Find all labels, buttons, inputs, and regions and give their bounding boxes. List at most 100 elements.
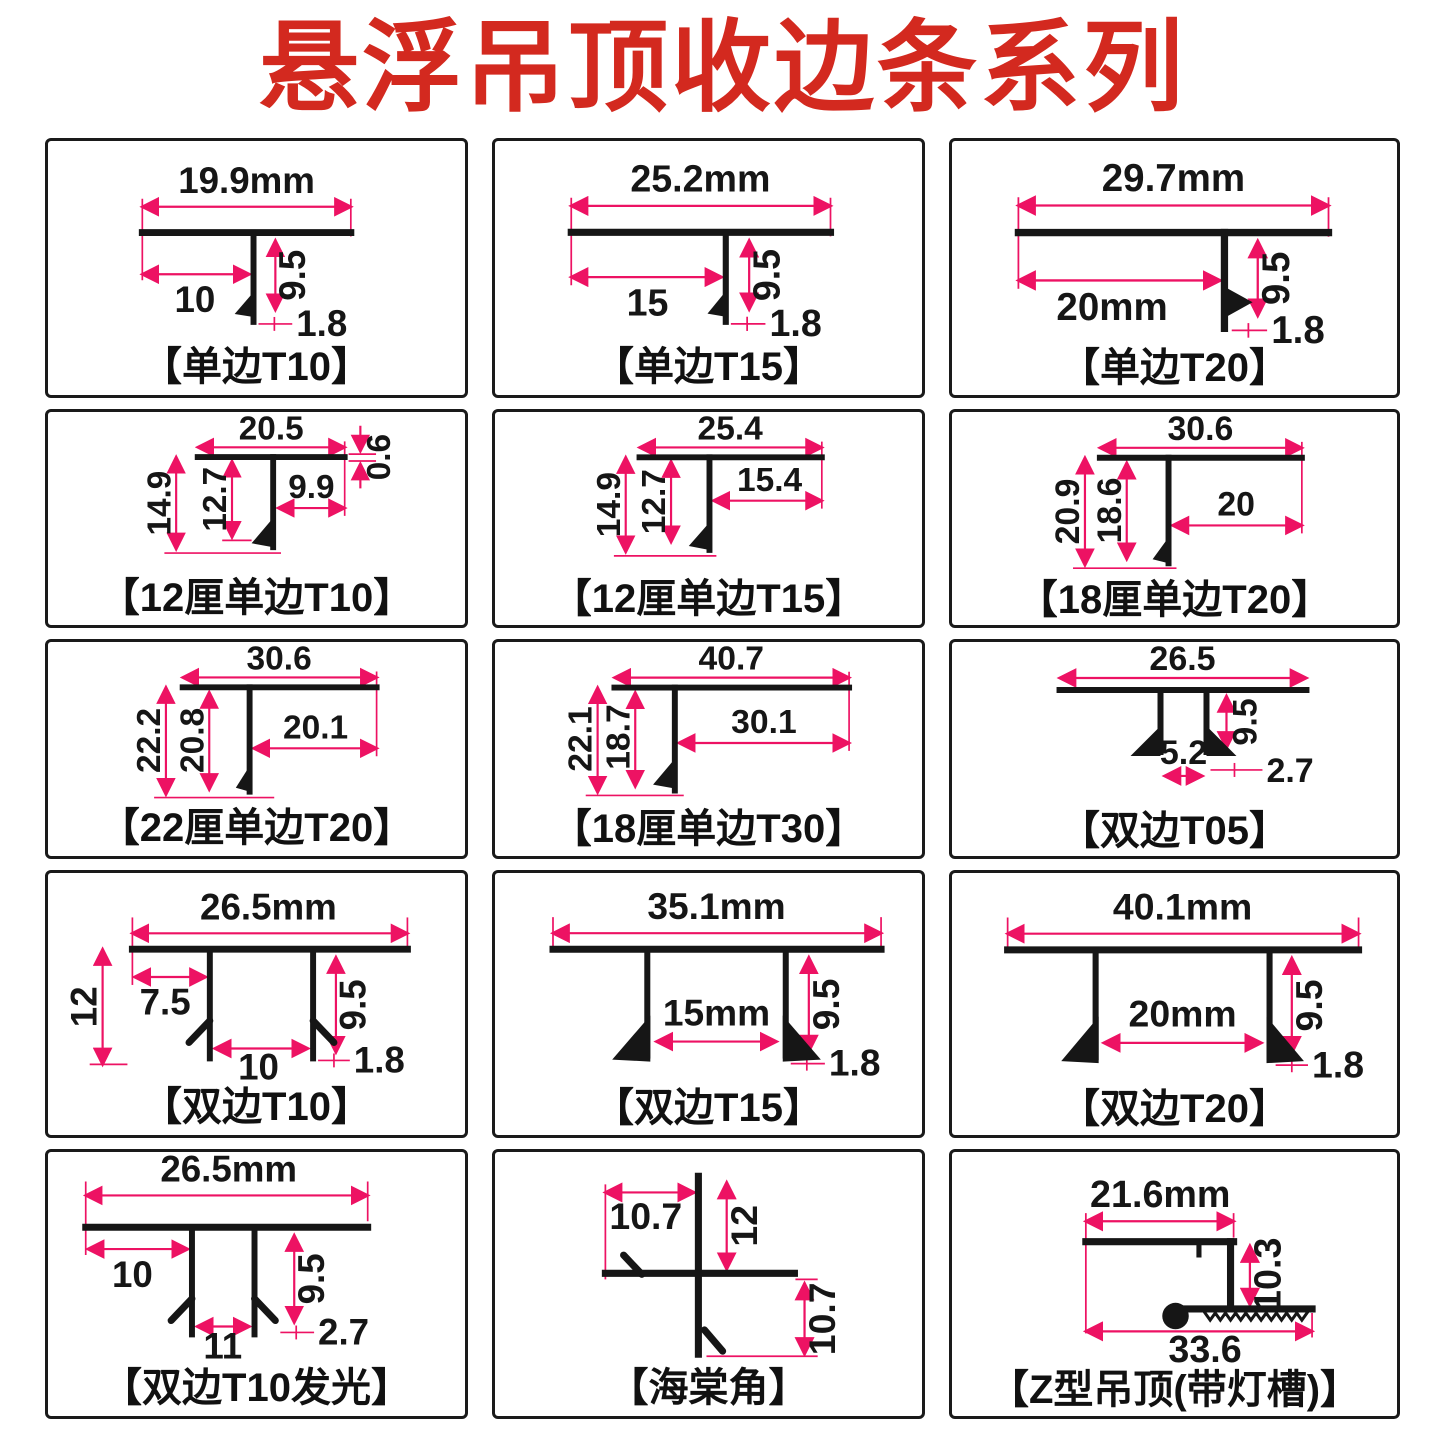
- profile-diagram: 21.6mm 10.3 33.6: [1082, 1173, 1316, 1366]
- profile-diagram: 40.7 22.1 18.7 30.1: [563, 642, 853, 797]
- dim-label: 12.7: [636, 469, 673, 534]
- profile-shape: [601, 1172, 798, 1358]
- dim-label: 22.1: [563, 706, 600, 772]
- profile-label: 【12厘单边T10】: [99, 575, 414, 620]
- profile-diagram: 25.2mm 15 9.5 1.8: [567, 158, 835, 343]
- dim-label: 35.1mm: [647, 885, 785, 927]
- dim-label: 15: [627, 282, 669, 324]
- dimension-annotations: 29.7mm 20mm 9.5 1.8: [1015, 157, 1332, 344]
- profile-card: 30.6 22.2 20.8 20.1 【22厘单边T20】: [45, 639, 468, 859]
- dim-label: 25.4: [698, 412, 764, 448]
- profile-label: 【双边T15】: [594, 1085, 823, 1130]
- profile-label: 【双边T10】: [142, 1085, 371, 1129]
- profile-diagram: 10.7 12 10.7: [601, 1172, 843, 1358]
- dim-label: 9.5: [291, 1253, 332, 1304]
- profile-card: 29.7mm 20mm 9.5 1.8 【单边T20】: [949, 138, 1400, 398]
- profile-shape: [636, 454, 825, 553]
- profile-diagram: 26.5mm 10 9.5 11 2.7: [82, 1152, 372, 1364]
- profile-card: 19.9mm 10 9.5 1.8 【单边T10】: [45, 138, 468, 398]
- dim-label: 9.5: [1255, 252, 1298, 306]
- profile-card: 25.2mm 15 9.5 1.8 【单边T15】: [492, 138, 925, 398]
- dim-label: 20mm: [1129, 993, 1237, 1035]
- dim-label: 5.2: [1160, 734, 1207, 772]
- profile-shape: [567, 228, 835, 325]
- dim-label: 15.4: [737, 462, 803, 499]
- profile-label: 【单边T20】: [1060, 345, 1289, 390]
- profile-label: 【Z型吊顶(带灯槽)】: [988, 1367, 1361, 1412]
- profile-shape: [1096, 454, 1305, 567]
- dimension-annotations: 35.1mm 15mm 9.5 1.8: [550, 885, 885, 1084]
- profile-card: 35.1mm 15mm 9.5 1.8 【双边T15】: [492, 870, 925, 1138]
- dim-label: 2.7: [318, 1311, 369, 1352]
- profile-shape: [128, 945, 411, 1062]
- dim-label: 21.6mm: [1090, 1173, 1230, 1215]
- profile-shape: [549, 945, 885, 1062]
- profile-diagram: 25.4 14.9 12.7 15.4: [591, 412, 825, 557]
- dimension-annotations: 19.9mm 10 9.5 1.8: [139, 160, 354, 343]
- dim-label: 18.7: [600, 704, 637, 770]
- dimension-annotations: 20.5 0.6 14.9 12.7 9.9: [141, 412, 398, 554]
- profile-grid: 19.9mm 10 9.5 1.8 【单边T10】: [45, 138, 1400, 1419]
- profile-diagram: 26.5 9.5 5.2 2.7: [1056, 642, 1314, 790]
- dim-label: 29.7mm: [1102, 157, 1245, 200]
- profile-shape: [611, 684, 853, 794]
- dim-label: 10: [112, 1254, 153, 1295]
- dimension-annotations: 26.5mm 12 7.5 9.5 10 1.8: [64, 886, 411, 1083]
- profile-card: 40.1mm 20mm 9.5 1.8 【双边T20】: [949, 870, 1400, 1138]
- dim-label: 9.5: [746, 249, 788, 301]
- dim-label: 40.7: [699, 642, 765, 678]
- profile-shape: [194, 454, 348, 551]
- dim-label: 20.9: [1049, 479, 1087, 545]
- dim-label: 9.5: [333, 979, 374, 1030]
- profile-label: 【单边T10】: [142, 345, 371, 389]
- dim-label: 10: [175, 279, 216, 320]
- profile-label: 【双边T10发光】: [102, 1366, 411, 1410]
- dim-label: 1.8: [296, 303, 347, 343]
- dim-label: 2.7: [1266, 752, 1313, 790]
- dim-label: 1.8: [770, 302, 822, 343]
- profile-shape: [138, 229, 355, 325]
- profile-label: 【海棠角】: [608, 1366, 809, 1411]
- profile-diagram: 26.5mm 12 7.5 9.5 10 1.8: [64, 886, 411, 1083]
- dimension-annotations: 21.6mm 10.3 33.6: [1082, 1173, 1316, 1366]
- dim-label: 30.6: [1167, 412, 1233, 448]
- profile-label: 【单边T15】: [594, 345, 823, 389]
- profile-label: 【18厘单边T30】: [551, 807, 866, 852]
- profile-card: 40.7 22.1 18.7 30.1 【18厘单边T30】: [492, 639, 925, 859]
- profile-label: 【双边T05】: [1060, 808, 1289, 853]
- dim-label: 10.7: [801, 1282, 843, 1355]
- dimension-annotations: 30.6 22.2 20.8 20.1: [131, 642, 380, 799]
- profile-shape: [1004, 946, 1363, 1064]
- profile-shape: [1082, 1238, 1316, 1330]
- dim-label: 20.1: [283, 709, 348, 746]
- dim-label: 12.7: [197, 467, 234, 532]
- dim-label: 1.8: [1312, 1043, 1364, 1085]
- dim-label: 9.9: [288, 469, 334, 506]
- profile-card: 25.4 14.9 12.7 15.4 【12厘单边T15】: [492, 409, 925, 628]
- profile-card: 26.5mm 10 9.5 11 2.7 【双边T10发光】: [45, 1149, 468, 1419]
- dim-label: 14.9: [591, 472, 628, 537]
- profile-card: 26.5mm 12 7.5 9.5 10 1.8: [45, 870, 468, 1138]
- page-title: 悬浮吊顶收边条系列: [259, 12, 1186, 124]
- dim-label: 7.5: [140, 982, 191, 1023]
- dim-label: 30.1: [731, 704, 797, 741]
- profile-diagram: 20.5 0.6 14.9 12.7 9.9: [141, 412, 398, 554]
- dim-label: 15mm: [663, 991, 770, 1033]
- dimension-annotations: 25.2mm 15 9.5 1.8: [568, 158, 834, 343]
- profile-card: 21.6mm 10.3 33.6 【Z型吊顶(带灯槽)】: [949, 1149, 1400, 1419]
- profile-label: 【18厘单边T20】: [1017, 578, 1332, 623]
- profile-card: 30.6 20.9 18.6 20 【18厘单边T20】: [949, 409, 1400, 628]
- dim-label: 1.8: [829, 1042, 881, 1084]
- profile-diagram: 29.7mm 20mm 9.5 1.8: [1014, 157, 1333, 344]
- profile-shape: [1014, 228, 1333, 332]
- dim-label: 20mm: [1056, 286, 1167, 329]
- profile-label: 【12厘单边T15】: [551, 576, 866, 621]
- dim-label: 9.5: [805, 979, 847, 1031]
- profile-card: 20.5 0.6 14.9 12.7 9.9: [45, 409, 468, 628]
- profile-card: 10.7 12 10.7 【海棠角】: [492, 1149, 925, 1419]
- dim-label: 14.9: [141, 471, 178, 536]
- dim-label: 10: [238, 1046, 279, 1083]
- dim-label: 9.5: [272, 250, 313, 301]
- dim-label: 40.1mm: [1113, 886, 1252, 928]
- profile-diagram: 19.9mm 10 9.5 1.8: [138, 160, 355, 343]
